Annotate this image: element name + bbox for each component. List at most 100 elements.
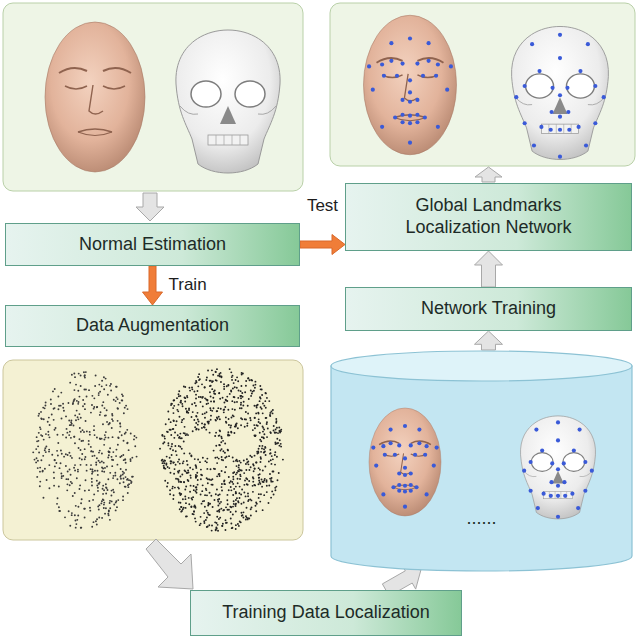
cloud-point [280,443,282,445]
cloud-point [123,478,125,480]
landmark-dot [549,494,553,498]
cloud-point [238,470,240,472]
face-model [364,15,457,155]
cloud-point [262,509,264,511]
cloud-point [258,421,260,423]
cloud-point [264,447,266,449]
cloud-point [216,462,218,464]
cloud-point [262,470,264,472]
cloud-point [211,484,213,486]
cloud-point [258,493,260,495]
cloud-point [194,426,196,428]
cloud-point [84,448,86,450]
cloud-point [210,495,212,497]
cloud-point [77,506,79,508]
cloud-point [263,437,265,439]
face-feature [78,132,112,136]
cloud-point [38,452,40,454]
cloud-point [256,407,258,409]
landmark-dot [408,100,412,104]
cloud-point [119,426,121,428]
cloud-point [39,467,41,469]
landmark-dot [529,489,533,493]
cloud-point [134,445,136,447]
cloud-point [258,497,260,499]
cloud-point [112,451,114,453]
landmark-dot [556,467,560,471]
cloud-point [240,385,242,387]
output-panel [330,3,635,166]
cloud-point [243,460,245,462]
cloud-point [274,454,276,456]
cloud-point [240,397,242,399]
eye-socket [563,453,585,472]
cloud-point [107,478,109,480]
cloud-point [247,518,249,520]
cloud-point [246,483,248,485]
skull-model [520,416,595,519]
cloud-point [104,407,106,409]
cloud-point [213,401,215,403]
cloud-point [274,489,276,491]
cloud-point [255,412,257,414]
cloud-point [119,456,121,458]
cloud-point [183,452,185,454]
cloud-point [112,459,114,461]
cloud-point [96,480,98,482]
cloud-point [217,505,219,507]
cloud-point [266,423,268,425]
cloud-point [210,385,212,387]
landmark-dot [537,69,541,73]
cloud-point [119,422,121,424]
cloud-point [262,481,264,483]
cloud-point [69,424,71,426]
landmark-dot [578,428,582,432]
cloud-point [182,498,184,500]
cloud-point [176,420,178,422]
cloud-point [112,420,114,422]
cloud-point [84,375,86,377]
cloud-point [216,475,218,477]
cloud-point [223,411,225,413]
cloud-point [255,502,257,504]
cloud-point [125,405,127,407]
cylinder-top [331,351,632,381]
cloud-point [50,403,52,405]
cloud-point [204,412,206,414]
cloud-point [223,509,225,511]
cloud-point [215,379,217,381]
landmark-dot [514,95,518,99]
cloud-point [77,469,79,471]
cloud-point [259,439,261,441]
cloud-point [255,434,257,436]
cloud-point [248,469,250,471]
cloud-point [111,427,113,429]
cloud-point [54,465,56,467]
cloud-point [44,468,46,470]
cloud-point [246,517,248,519]
landmark-dot [522,469,526,473]
cloud-point [44,447,46,449]
cloud-point [230,431,232,433]
cloud-point [230,506,232,508]
cloud-point [115,509,117,511]
cloud-point [233,396,235,398]
cloud-point [170,429,172,431]
cloud-point [269,431,271,433]
cloud-point [70,481,72,483]
cloud-point [63,456,65,458]
cloud-point [251,456,253,458]
face-model [45,22,145,172]
cloud-point [233,471,235,473]
cloud-point [38,413,40,415]
cloud-point [204,424,206,426]
cloud-point [222,509,224,511]
cloud-point [173,437,175,439]
skull-surface [176,30,280,173]
cloud-point [246,507,248,509]
landmark-dot [382,74,386,78]
cloud-point [233,503,235,505]
tooth-line [240,135,241,145]
cloud-point [240,475,242,477]
cloud-point [183,432,185,434]
